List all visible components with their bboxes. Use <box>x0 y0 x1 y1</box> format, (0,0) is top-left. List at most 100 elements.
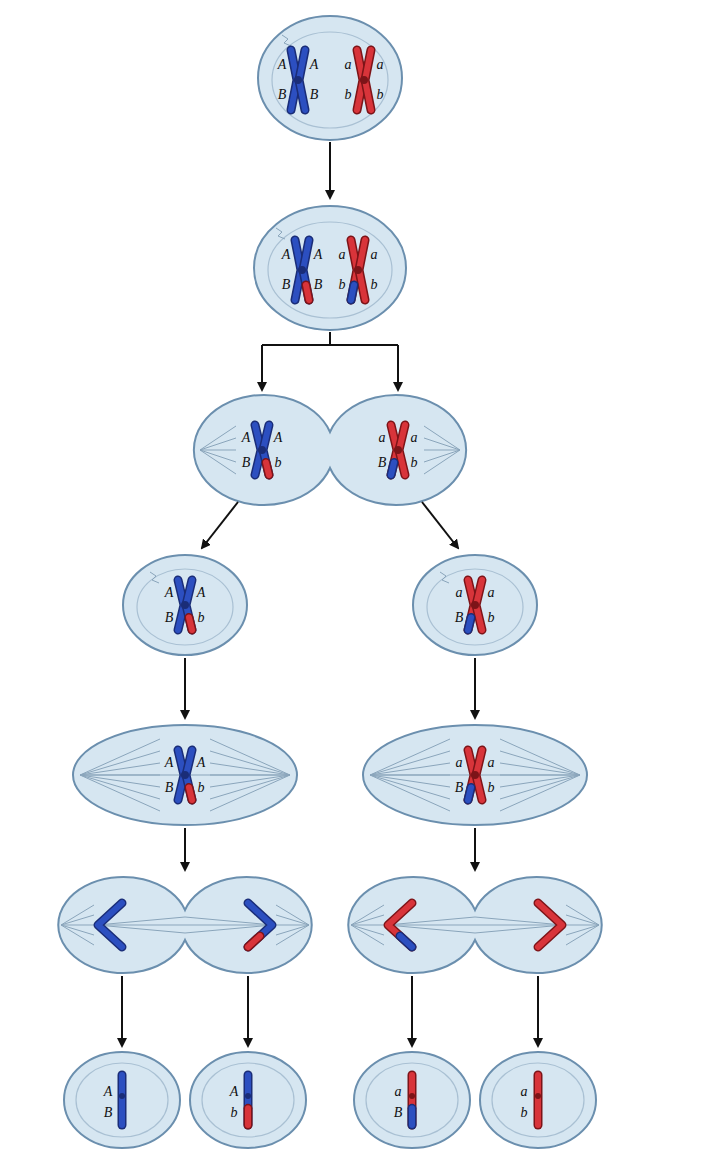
spindle-fibre <box>351 925 384 926</box>
crossover-segment <box>248 936 260 947</box>
allele-label: b <box>377 88 384 102</box>
spindle-fibre <box>500 751 580 775</box>
crossover-segment <box>306 285 309 300</box>
spindle-fibre <box>210 763 290 775</box>
allele-label: A <box>197 756 206 770</box>
chromatid <box>534 1075 543 1125</box>
spindle-fibre <box>566 905 599 925</box>
allele-label: a <box>456 756 463 770</box>
spindle-fibre <box>97 925 185 926</box>
centromere <box>119 1093 125 1099</box>
allele-label: b <box>275 456 282 470</box>
spindle-fibre <box>475 925 563 926</box>
spindle-fibre <box>200 450 236 462</box>
nuclear-envelopes <box>76 32 584 1137</box>
allele-label: a <box>395 1085 402 1099</box>
crossover-segment <box>245 1108 251 1125</box>
spindle-fibre <box>370 775 450 799</box>
allele-label: A <box>230 1085 239 1099</box>
spindle-fibre <box>200 426 236 450</box>
spindle-fibre <box>276 905 309 925</box>
spindle-fibre <box>276 925 309 935</box>
spindle-fibre <box>500 775 580 799</box>
centromere <box>471 601 479 609</box>
crossover-segment <box>189 618 192 631</box>
spindle-fibre <box>387 925 475 926</box>
spindle-fibre <box>80 763 160 775</box>
crossover-segment <box>189 788 192 801</box>
allele-label: A <box>278 58 287 72</box>
crossover-segment <box>351 285 354 300</box>
crossover-segment <box>468 788 471 801</box>
crossover-segment <box>189 788 192 801</box>
centromere <box>394 446 402 454</box>
spindle-fibre <box>210 775 290 811</box>
arrows <box>122 142 538 1046</box>
chromosomes <box>98 50 562 1125</box>
spindle-fibre <box>566 925 599 926</box>
allele-label: A <box>314 248 323 262</box>
centromere <box>245 1093 251 1099</box>
allele-label: a <box>379 431 386 445</box>
spindle-fibre <box>370 775 450 811</box>
allele-label: A <box>310 58 319 72</box>
spindle-fibre <box>370 763 450 775</box>
crossover-segment <box>306 285 309 300</box>
allele-label: B <box>310 88 319 102</box>
allele-label: b <box>198 781 205 795</box>
spindle-fibre <box>370 775 450 787</box>
spindle-fibre <box>424 426 460 450</box>
spindle-fibre <box>210 739 290 775</box>
allele-label: a <box>339 248 346 262</box>
spindle-fibre <box>61 905 94 925</box>
allele-label: B <box>165 781 174 795</box>
spindle-fibre <box>424 450 460 462</box>
spindle-fibre <box>200 450 236 451</box>
crossover-segment <box>266 463 269 476</box>
crossover-segment <box>248 936 260 947</box>
chromatid <box>119 1075 125 1125</box>
allele-label: a <box>488 756 495 770</box>
allele-label: A <box>274 431 283 445</box>
chromatid <box>98 903 122 947</box>
spindle-fibre <box>61 915 94 925</box>
allele-label: a <box>371 248 378 262</box>
chromatid <box>388 903 412 947</box>
spindle-fibre <box>566 915 599 925</box>
chromatid <box>409 1075 415 1125</box>
centromere <box>409 1093 415 1099</box>
centromere <box>181 601 189 609</box>
chromatid <box>98 903 122 947</box>
spindle-fibre <box>351 905 384 925</box>
crossover-segment <box>409 1108 415 1125</box>
allele-label: A <box>197 586 206 600</box>
crossover-segment <box>400 936 412 947</box>
allele-label: A <box>165 756 174 770</box>
allele-label: a <box>521 1085 528 1099</box>
spindle-fibres <box>61 426 599 945</box>
chromatid <box>388 903 412 947</box>
allele-label: B <box>455 781 464 795</box>
centromere <box>258 446 266 454</box>
allele-label: A <box>165 586 174 600</box>
spindle-fibre <box>566 925 599 945</box>
spindle-fibre <box>80 775 160 787</box>
spindle-fibre <box>61 925 94 926</box>
allele-label: b <box>231 1106 238 1120</box>
chromatid <box>538 903 562 947</box>
allele-label: B <box>394 1106 403 1120</box>
allele-label: b <box>488 611 495 625</box>
centromere <box>181 771 189 779</box>
allele-label: a <box>456 586 463 600</box>
allele-label: B <box>282 278 291 292</box>
spindle-fibre <box>500 775 580 787</box>
spindle-fibre <box>424 450 460 451</box>
centromere <box>471 771 479 779</box>
chromatid <box>535 1075 541 1125</box>
allele-label: b <box>339 278 346 292</box>
crossover-segment <box>468 618 471 631</box>
allele-label: B <box>104 1106 113 1120</box>
spindle-fibre <box>200 450 236 474</box>
chromatid <box>245 1075 251 1125</box>
